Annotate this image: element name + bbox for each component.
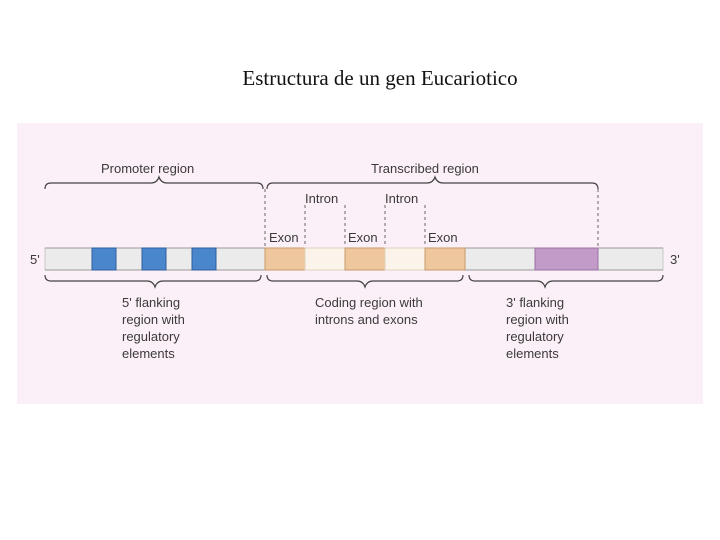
exon-2 (344, 247, 386, 271)
intron-1 (304, 247, 346, 271)
three-prime-end-label: 3' (670, 252, 680, 267)
promoter-brace (44, 175, 264, 190)
regulatory-element-1 (91, 247, 117, 271)
regulatory-element-2 (141, 247, 167, 271)
exon-3 (424, 247, 466, 271)
three-flanking-brace (468, 274, 664, 289)
slide-title: Estructura de un gen Eucariotico (242, 66, 518, 90)
regulatory-element-3 (191, 247, 217, 271)
exon-1 (264, 247, 306, 271)
intron-2 (384, 247, 426, 271)
transcribed-brace (266, 175, 599, 190)
intron-label-1: Intron (305, 191, 338, 206)
gene-diagram-svg: Promoter region Transcribed region Intro… (30, 161, 680, 361)
promoter-region-label: Promoter region (101, 161, 194, 176)
transcribed-region-label: Transcribed region (371, 161, 479, 176)
intron-label-2: Intron (385, 191, 418, 206)
five-flanking-label: 5' flanking region with regulatory eleme… (122, 295, 189, 361)
exon-label-3: Exon (428, 230, 458, 245)
five-prime-end-label: 5' (30, 252, 40, 267)
three-prime-element (534, 247, 599, 271)
guide-lines (264, 189, 599, 247)
exon-label-1: Exon (269, 230, 299, 245)
three-flanking-label: 3' flanking region with regulatory eleme… (506, 295, 573, 361)
five-flanking-brace (44, 274, 262, 289)
gene-structure-diagram: Promoter region Transcribed region Intro… (17, 123, 703, 404)
coding-region-label: Coding region with introns and exons (315, 295, 426, 327)
coding-brace (266, 274, 464, 289)
exon-label-2: Exon (348, 230, 378, 245)
